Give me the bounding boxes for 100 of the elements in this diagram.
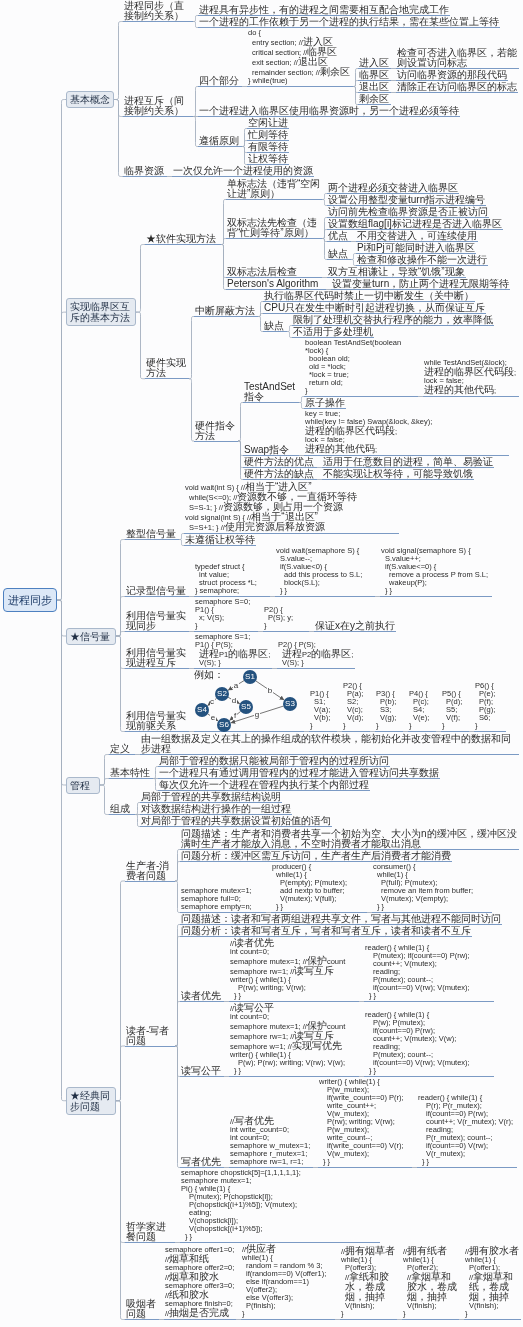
code-block: [180, 1169, 380, 1243]
main-topic: ★经典同步问题: [66, 1086, 116, 1115]
code-block: [342, 682, 370, 732]
code-block: [180, 887, 266, 913]
edge-label: g: [254, 710, 260, 719]
code-block: [364, 944, 494, 1002]
branch-line: [390, 68, 397, 69]
note-text: 不能实现让权等待，可能导致饥饿: [322, 469, 474, 480]
branch-line: [174, 880, 181, 913]
branch-line: [325, 289, 332, 290]
graph-node: S5: [239, 700, 253, 714]
topic-label: 进入区: [358, 58, 391, 69]
note-text: 一次仅允许一个进程使用的资源: [172, 166, 314, 177]
branch-line: [321, 277, 328, 278]
branch-line: [321, 229, 328, 239]
branch-line: [178, 539, 185, 546]
note-text: 双方互相谦让，导致“饥饿”现象: [327, 267, 466, 278]
topic-label: 临界资源: [123, 166, 167, 177]
topic-label: 读者-写者问题: [125, 1025, 175, 1047]
branch-line: [56, 311, 67, 601]
topic-label: 记录型信号量: [125, 586, 189, 597]
code-block: [340, 1246, 397, 1320]
note-text: 一个进程只有通过调用管程内的过程才能进入管程访问共享数据: [158, 768, 440, 779]
branch-line: [241, 146, 248, 165]
branch-line: [352, 80, 359, 87]
branch-line: [358, 1076, 365, 1077]
branch-line: [178, 533, 185, 540]
branch-line: [188, 731, 195, 732]
branch-line: [350, 253, 357, 260]
branch-line: [402, 731, 409, 732]
topic-label: 硬件方法的优点: [243, 457, 317, 468]
topic-label: 缺点: [327, 249, 351, 260]
topic-label: 写者优先: [180, 1157, 224, 1168]
topic-label: 双标志法后检查: [226, 267, 322, 278]
main-topic: 基本概念: [66, 91, 114, 108]
note-text: 设置变量turn，防止两个进程无限期等待: [331, 279, 511, 290]
branch-line: [134, 802, 141, 815]
branch-line: [223, 1001, 230, 1002]
note-text: 进程具有异步性，有的进程之间需要相互配合地完成工作: [198, 5, 450, 16]
topic-label: 剩余区: [358, 94, 391, 105]
example-label: 例如：: [194, 670, 224, 680]
note-text: Pi和Pj可能同时进入临界区: [356, 243, 476, 254]
branch-line: [174, 861, 181, 882]
topic-label: 双标志法先检查（违背“忙则等待”原则）: [226, 218, 322, 239]
code-block: [247, 29, 353, 87]
note-text: 设置公用整型变量turn指示进程编号: [327, 195, 487, 206]
branch-line: [188, 631, 195, 632]
branch-line: [369, 731, 376, 732]
branch-line: [321, 238, 328, 260]
branch-line: [336, 731, 343, 732]
branch-line: [257, 316, 264, 332]
branch-line: [257, 631, 264, 632]
branch-line: [237, 402, 244, 442]
branch-line: [350, 259, 357, 266]
branch-line: [358, 1001, 365, 1002]
branch-line: [223, 1167, 230, 1168]
note-text: 限制了处理机交替执行程序的能力，效率降低: [292, 315, 494, 326]
code-block: [229, 1003, 359, 1077]
code-block: [194, 563, 270, 597]
topic-label: 组成: [109, 804, 135, 815]
edge-label: f: [233, 712, 237, 720]
branch-line: [390, 80, 397, 81]
code-block: [194, 633, 272, 669]
note-text: 执行临界区代码时禁止一切中断发生（关中断）: [263, 291, 475, 302]
branch-line: [458, 1319, 465, 1320]
note-text: 问题分析：缓冲区需互斥访问，生产者生产后消费者才能消费: [180, 851, 452, 862]
branch-line: [265, 912, 272, 913]
topic-label: 定义: [109, 744, 135, 755]
topic-label: 利用信号量实现进程互斥: [125, 648, 189, 669]
topic-label: 整型信号量: [125, 529, 179, 540]
main-topic: 实现临界区互斥的基本方法: [66, 298, 136, 327]
code-block: [441, 690, 469, 732]
main-topic: ★信号量: [66, 627, 116, 645]
note-text: 每次仅允许一个进程在管程内执行某个内部过程: [158, 780, 370, 791]
branch-line: [298, 455, 305, 456]
note-text: 访问临界资源的那段代码: [396, 70, 508, 81]
note-text: 检查可否进入临界区，若能则设置访问标志: [396, 48, 519, 69]
branch-line: [352, 86, 359, 105]
branch-line: [374, 596, 381, 597]
branch-line: [350, 241, 357, 242]
note-text: 由一组数据及定义在其上的操作组成的软件模块，能初始化并改变管程中的数据和同步进程: [140, 734, 519, 755]
code-block: [241, 1244, 335, 1320]
branch-line: [286, 325, 293, 332]
branch-line: [241, 140, 248, 147]
note-text: 让权等待: [247, 154, 289, 165]
topic-label: 基本特性: [109, 768, 153, 779]
graph-node: S2: [215, 687, 229, 701]
branch-line: [366, 912, 373, 913]
branch-line: [271, 668, 278, 669]
code-block: [375, 690, 403, 732]
branch-line: [235, 1319, 242, 1320]
note-text: 清除正在访问临界区的标志: [396, 82, 518, 93]
edge-label: c: [209, 698, 215, 706]
note-text: 一个进程的工作依赖于另一个进程的执行结果，需在某些位置上等待: [198, 17, 500, 28]
code-block: [304, 410, 509, 456]
note-text: 未遵循让权等待: [184, 535, 256, 546]
topic-label: Swap指令: [243, 445, 299, 456]
branch-line: [152, 778, 159, 791]
topic-label: 哲学家进餐问题: [125, 1222, 175, 1243]
branch-line: [174, 1001, 181, 1047]
